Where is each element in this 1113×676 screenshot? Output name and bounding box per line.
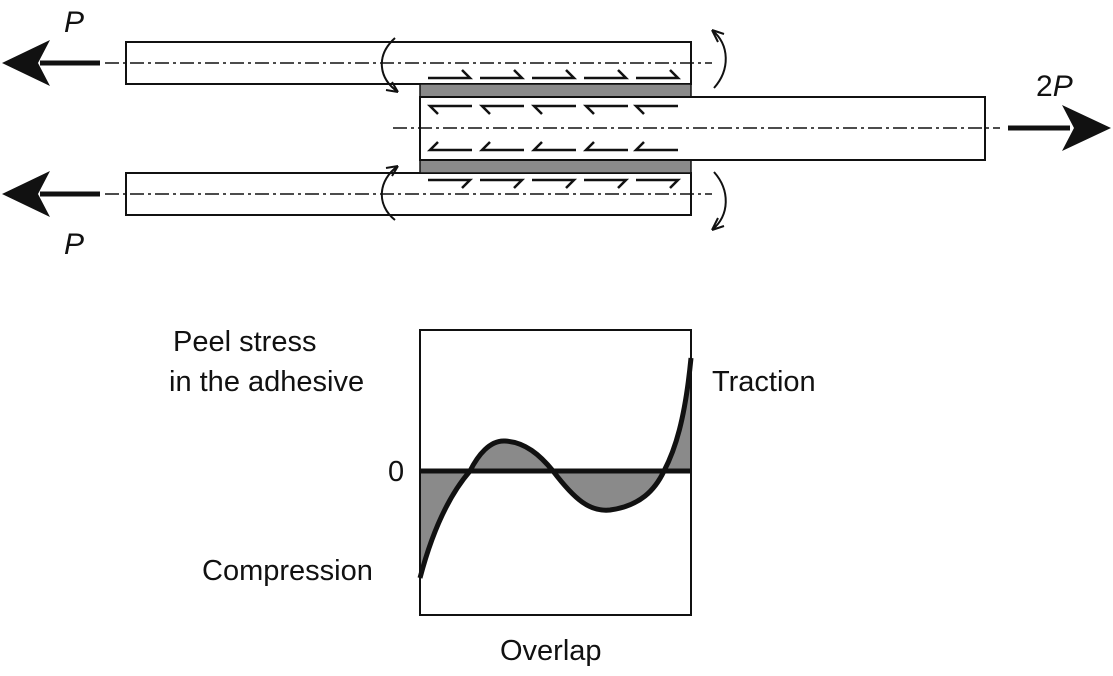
shear-arrows-bottom-adherend [428, 178, 682, 189]
shear-arrows-middle-lower [426, 141, 678, 152]
load-factor: 2 [1036, 70, 1053, 103]
y-axis-label-line2: in the adhesive [169, 366, 365, 398]
moment-arrow-top-left [380, 37, 399, 93]
load-arrow-top-left [2, 40, 100, 86]
moment-arrow-top-right [711, 29, 727, 89]
load-label-bottom: P [64, 228, 85, 261]
peel-stress-area [420, 471, 470, 578]
traction-label: Traction [712, 366, 816, 398]
moment-arrows [380, 29, 727, 231]
load-label-top: P [64, 6, 85, 39]
shear-arrows-middle-upper [426, 104, 678, 115]
load-arrow-right [1008, 105, 1111, 151]
compression-label: Compression [202, 555, 373, 587]
load-label-right: 2P [1036, 72, 1073, 102]
shear-arrows-top-adherend [428, 69, 682, 80]
top-adherend [105, 41, 712, 85]
load-arrow-bottom-left [2, 171, 100, 217]
adhesive-layer-bottom [419, 159, 692, 174]
zero-label: 0 [388, 456, 405, 488]
load-symbol: P [1052, 70, 1073, 103]
peel-stress-plot [417, 329, 694, 616]
moment-arrow-bottom-right [711, 171, 727, 231]
y-axis-label-line1: Peel stress [173, 326, 317, 358]
x-axis-label: Overlap [500, 635, 602, 667]
moment-arrow-bottom-left [380, 165, 399, 221]
adhesive-layer-top [419, 83, 692, 98]
peel-stress-curve [417, 357, 694, 579]
bottom-adherend [105, 172, 712, 216]
